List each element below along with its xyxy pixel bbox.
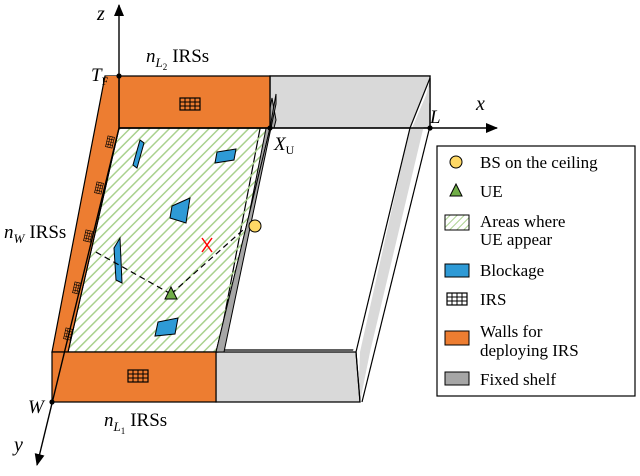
bs-icon <box>248 219 262 233</box>
legend-item-ue: UE <box>480 182 503 201</box>
xu-label: XU <box>273 134 295 157</box>
legend-ue-icon <box>449 182 463 197</box>
legend-wall-icon <box>444 330 470 346</box>
legend-shelf-icon <box>444 371 470 386</box>
w-label: W <box>28 397 46 418</box>
legend-blockage-icon <box>444 263 470 278</box>
legend-item-irs: IRS <box>480 290 506 309</box>
y-axis-label: y <box>12 434 23 456</box>
legend-bs-icon <box>449 155 463 169</box>
legend-item-area-2: UE appear <box>480 230 553 249</box>
signal-paths <box>93 229 244 295</box>
axes <box>34 4 498 466</box>
legend-item-shelf: Fixed shelf <box>480 370 556 389</box>
x-axis-label: x <box>475 93 485 115</box>
blocked-cross-icon <box>201 237 213 253</box>
legend-item-wall-1: Walls for <box>480 322 543 341</box>
tf-label: TF <box>91 65 109 88</box>
back-right-wall <box>269 75 431 129</box>
legend-item-blockage: Blockage <box>480 261 544 280</box>
ue-icon <box>164 285 178 300</box>
legend-item-wall-2: deploying IRS <box>480 341 579 360</box>
front-wall <box>51 351 217 403</box>
legend-area-icon <box>444 214 470 231</box>
legend: BS on the ceiling UE Areas where UE appe… <box>436 145 636 397</box>
axis-points <box>49 73 433 405</box>
legend-item-bs: BS on the ceiling <box>480 153 598 172</box>
legend-box <box>436 145 636 397</box>
legend-item-area-1: Areas where <box>480 212 565 231</box>
z-axis-label: z <box>96 3 105 25</box>
right-side-frame <box>358 86 430 402</box>
left-wall-top <box>105 76 119 80</box>
blockages <box>113 139 237 337</box>
l-label: L <box>429 107 441 128</box>
front-right-wall <box>215 351 361 403</box>
